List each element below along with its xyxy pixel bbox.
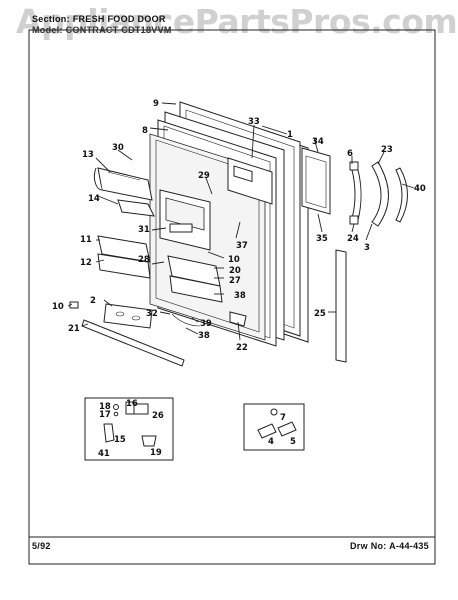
callout-10a: 10 (228, 255, 240, 265)
callout-9: 9 (153, 99, 159, 109)
door-cap-panel (301, 147, 331, 215)
callout-1: 1 (287, 130, 293, 140)
dispenser-module (227, 157, 273, 205)
callout-39: 39 (200, 319, 212, 329)
upper-bin (93, 167, 153, 201)
callout-7: 7 (280, 413, 286, 423)
vertical-handle-strip (335, 249, 347, 363)
callout-17: 17 (99, 410, 111, 420)
callout-38b: 38 (198, 331, 210, 341)
callout-32: 32 (146, 309, 158, 319)
callout-28: 28 (138, 255, 150, 265)
footer-date: 5/92 (32, 541, 51, 551)
model-title: Model: CONTRACT CDT18VVM (32, 25, 172, 35)
callout-27: 27 (229, 276, 241, 286)
bottom-hardware (171, 311, 247, 327)
callout-24: 24 (347, 234, 359, 244)
callout-11: 11 (80, 235, 92, 245)
hardware-inset-right (243, 403, 305, 451)
callout-5: 5 (290, 437, 296, 447)
door-bottom-tray (103, 303, 153, 329)
callout-19: 19 (150, 448, 162, 458)
callout-13: 13 (82, 150, 94, 160)
callout-29: 29 (198, 171, 210, 181)
hardware-inset-left (84, 397, 174, 461)
callout-leaders (67, 102, 415, 341)
drawing-number: Drw No: A-44-435 (350, 541, 429, 551)
callout-20: 20 (229, 266, 241, 276)
callout-16: 16 (126, 399, 138, 409)
callout-26: 26 (152, 411, 164, 421)
lower-door-bin-right (167, 255, 223, 303)
callout-2: 2 (90, 296, 96, 306)
callout-22: 22 (236, 343, 248, 353)
callout-15: 15 (114, 435, 126, 445)
callout-41: 41 (98, 449, 110, 459)
callout-14: 14 (88, 194, 100, 204)
lower-door-bin-left (97, 235, 151, 279)
callout-labels: 1 2 3 4 5 6 7 8 9 10 10 11 12 13 14 15 1… (52, 99, 426, 459)
callout-38a: 38 (234, 291, 246, 301)
callout-18: 18 (99, 402, 111, 412)
callout-37: 37 (236, 241, 248, 251)
center-dispenser-housing (159, 189, 211, 251)
callout-6: 6 (347, 149, 353, 159)
callout-21: 21 (68, 324, 80, 334)
drawing-border (28, 29, 436, 565)
callout-3: 3 (364, 243, 370, 253)
callout-23: 23 (381, 145, 393, 155)
callout-33: 33 (248, 117, 260, 127)
door-trim-strip (81, 319, 185, 367)
callout-35: 35 (316, 234, 328, 244)
section-title: Section: FRESH FOOD DOOR (32, 14, 166, 24)
callout-31: 31 (138, 225, 150, 235)
callout-4: 4 (268, 437, 274, 447)
callout-30: 30 (112, 143, 124, 153)
callout-40: 40 (414, 184, 426, 194)
door-handle-parts (349, 161, 408, 227)
small-tray (117, 199, 155, 217)
callout-10b: 10 (52, 302, 64, 312)
callout-34: 34 (312, 137, 324, 147)
callout-12: 12 (80, 258, 92, 268)
callout-8: 8 (142, 126, 148, 136)
callout-25: 25 (314, 309, 326, 319)
door-clip (69, 301, 79, 309)
